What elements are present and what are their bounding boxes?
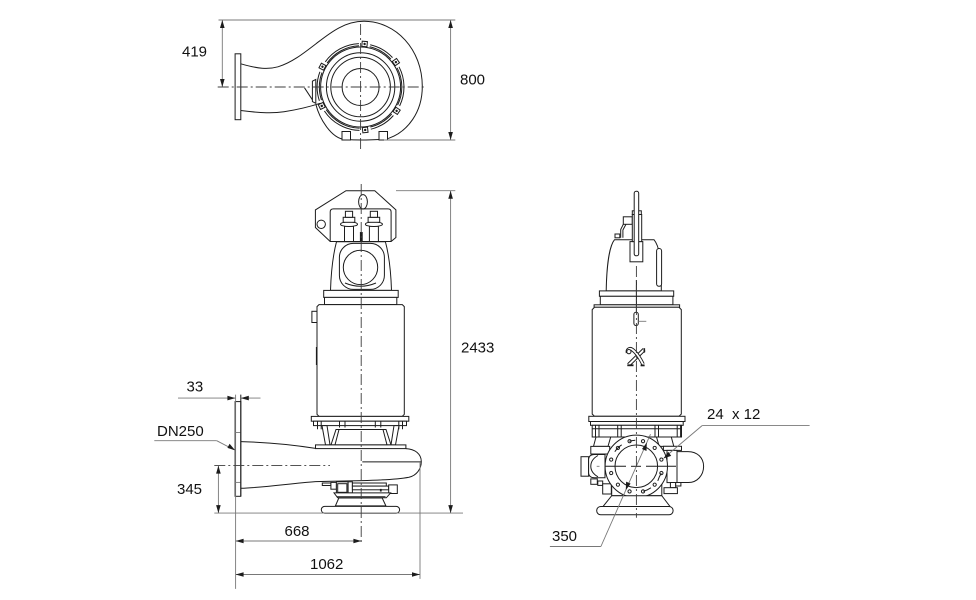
svg-text:1062: 1062 xyxy=(310,556,343,573)
svg-text:350: 350 xyxy=(552,528,577,545)
svg-text:800: 800 xyxy=(460,72,485,89)
svg-text:33: 33 xyxy=(187,379,204,396)
svg-text:DN250: DN250 xyxy=(157,423,204,440)
svg-text:345: 345 xyxy=(177,481,202,498)
svg-text:419: 419 xyxy=(182,44,207,61)
svg-text:24 x 12: 24 x 12 xyxy=(707,406,760,423)
svg-text:668: 668 xyxy=(285,523,310,540)
svg-text:2433: 2433 xyxy=(461,340,494,357)
